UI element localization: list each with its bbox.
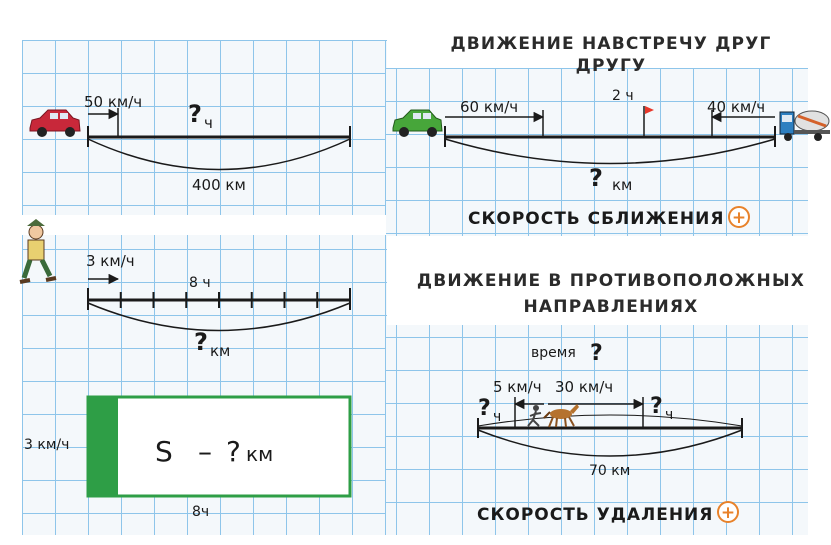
grid-panel-opposite bbox=[386, 325, 808, 535]
rect-time-label: 8ч bbox=[192, 504, 209, 520]
separation-speed-label: СКОРОСТЬ УДАЛЕНИЯ bbox=[477, 505, 713, 525]
walker-distance-unit: км bbox=[210, 342, 230, 360]
svg-text:+: + bbox=[721, 503, 735, 523]
horse-icon bbox=[543, 404, 579, 428]
meeting-speed-right: 40 км/ч bbox=[707, 98, 765, 116]
grid-panel-car bbox=[22, 40, 387, 215]
right-time-unit: ч bbox=[665, 407, 673, 423]
meeting-brace bbox=[444, 138, 776, 165]
distance-label: 400 км bbox=[192, 176, 246, 194]
meeting-time: 2 ч bbox=[612, 88, 634, 104]
walker-speed: 3 км/ч bbox=[86, 252, 135, 270]
red-car-icon bbox=[29, 109, 81, 137]
opposite-distance: 70 км bbox=[589, 463, 630, 479]
walker-hour-ticks bbox=[87, 288, 351, 310]
formula-unit: км bbox=[246, 442, 273, 466]
left-time-question: ? bbox=[478, 396, 491, 421]
speed-column bbox=[88, 397, 118, 496]
flag-icon bbox=[643, 106, 654, 137]
mixer-truck-icon bbox=[779, 110, 830, 141]
plus-icon: + bbox=[728, 206, 750, 228]
opposite-brace-top bbox=[477, 414, 743, 427]
formula-question: ? bbox=[226, 435, 241, 468]
walker-distance-question: ? bbox=[194, 328, 208, 356]
approach-speed-label: СКОРОСТЬ СБЛИЖЕНИЯ bbox=[468, 209, 724, 229]
svg-text:+: + bbox=[732, 208, 746, 228]
plus-icon-2: + bbox=[717, 501, 739, 523]
time-question: ? bbox=[188, 100, 202, 128]
runner-icon bbox=[527, 405, 542, 427]
hiker-icon bbox=[19, 219, 57, 284]
opposite-title-line1: ДВИЖЕНИЕ В ПРОТИВОПОЛОЖНЫХ bbox=[412, 270, 810, 294]
opposite-speed-left: 5 км/ч bbox=[493, 378, 542, 396]
time-question-mark: ? bbox=[590, 341, 603, 366]
left-time-unit: ч bbox=[493, 409, 501, 425]
meeting-title: ДВИЖЕНИЕ НАВСТРЕЧУ ДРУГ ДРУГУ bbox=[412, 33, 810, 76]
walker-time: 8 ч bbox=[189, 275, 211, 291]
right-time-question: ? bbox=[650, 394, 663, 419]
meeting-distance-unit: км bbox=[612, 176, 632, 194]
opposite-brace-bottom bbox=[477, 429, 743, 457]
rect-speed-label: 3 км/ч bbox=[24, 437, 69, 453]
opposite-title-line2: НАПРАВЛЕНИЯХ bbox=[500, 296, 722, 320]
opposite-speed-right: 30 км/ч bbox=[555, 378, 613, 396]
meeting-speed-left: 60 км/ч bbox=[460, 98, 518, 116]
formula-s: S bbox=[155, 435, 173, 468]
time-unit: ч bbox=[204, 114, 213, 132]
meeting-distance-question: ? bbox=[589, 164, 603, 192]
green-car-icon bbox=[392, 109, 443, 137]
speed-label: 50 км/ч bbox=[84, 93, 142, 111]
time-label: время bbox=[531, 345, 576, 361]
distance-rectangle bbox=[86, 395, 352, 498]
formula-dash: – bbox=[198, 435, 212, 468]
distance-brace bbox=[87, 138, 351, 171]
walker-brace bbox=[87, 302, 351, 332]
